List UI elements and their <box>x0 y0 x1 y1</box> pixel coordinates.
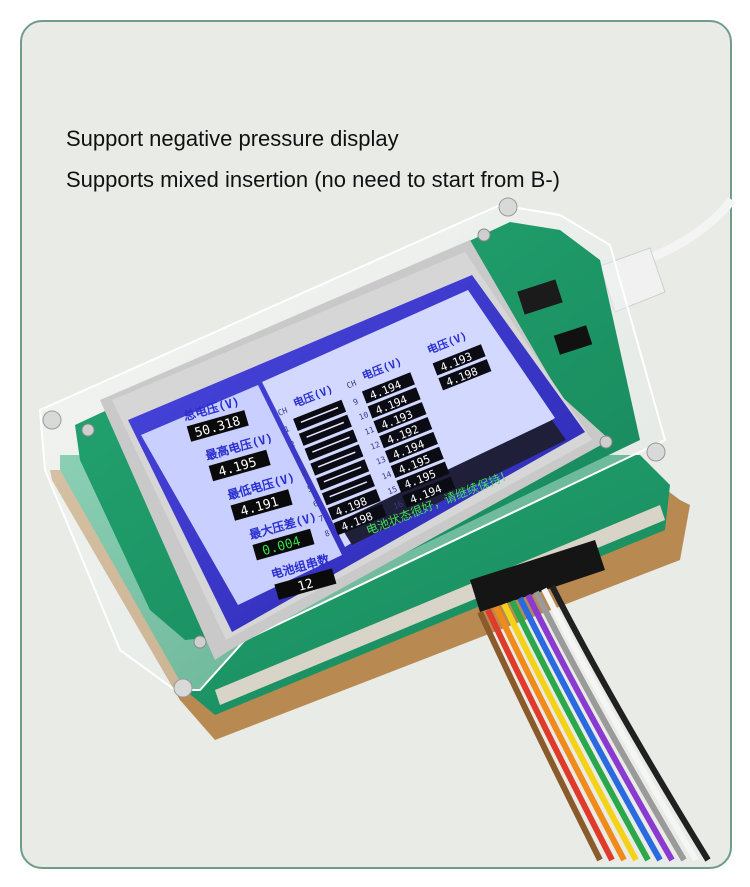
cell-channel-number: 5 <box>306 484 314 494</box>
cell-channel-number: 1 <box>283 424 291 434</box>
power-socket <box>553 325 593 355</box>
headline-line-2: Supports mixed insertion (no need to sta… <box>66 167 560 192</box>
screw-icon <box>81 423 95 437</box>
cell-value-box <box>361 372 415 404</box>
cell-value-box <box>367 387 421 419</box>
cell-value-box <box>333 503 387 536</box>
cell-value-box <box>438 359 492 391</box>
summary-value-box <box>252 528 315 561</box>
summary-value-box <box>186 410 249 442</box>
screw-icon <box>498 197 518 217</box>
col1-ch-label: CH <box>277 406 289 418</box>
cell-channel-number: 8 <box>323 528 331 538</box>
cell-value-box <box>432 344 486 376</box>
cell-empty-dash <box>329 481 368 498</box>
cell-empty-dash <box>312 436 350 453</box>
usb-socket <box>517 279 563 315</box>
mount-screws <box>42 197 666 698</box>
summary-value-cell-count: 12 <box>296 576 315 595</box>
cell-value-box <box>390 446 444 479</box>
cell-value-box <box>373 402 427 434</box>
cell-channel-number: 6 <box>312 499 320 509</box>
cell-empty-dash <box>300 406 339 423</box>
cell-empty-dash <box>317 451 356 468</box>
cell-channel-number: 12 <box>369 440 381 452</box>
screw-icon <box>42 410 62 430</box>
cell-channel-number: 3 <box>295 454 303 464</box>
cell-value-box <box>396 461 450 493</box>
headline-line-1: Support negative pressure display <box>66 126 399 151</box>
col2-ch-label: CH <box>345 378 357 390</box>
usb-cable <box>638 197 736 267</box>
screw-icon <box>477 228 491 242</box>
cell-value-box <box>402 476 456 508</box>
cell-channel-number: 4 <box>300 469 308 479</box>
screw-icon <box>646 442 666 462</box>
cell-channel-number: 16 <box>392 499 404 511</box>
summary-value-box <box>230 489 293 521</box>
cell-channel-number: 11 <box>363 425 375 437</box>
summary-value-box <box>274 568 337 600</box>
cell-value-box <box>327 488 381 521</box>
cell-channel-number: 2 <box>289 439 297 449</box>
screw-icon <box>193 635 207 649</box>
cell-channel-number: 9 <box>352 397 360 407</box>
cell-empty-dash <box>306 421 345 438</box>
screw-icon <box>173 678 193 698</box>
cell-channel-number: 13 <box>375 455 387 467</box>
cell-value-box <box>379 416 433 449</box>
cell-channel-number: 10 <box>358 410 370 422</box>
ribbon-connector <box>470 540 605 612</box>
cell-channel-number: 14 <box>381 470 393 482</box>
screw-icon <box>599 435 613 449</box>
cell-value-box <box>384 431 439 464</box>
cell-channel-number: 7 <box>318 514 326 524</box>
cell-channel-number: 15 <box>386 484 398 496</box>
cell-empty-dash <box>323 466 362 483</box>
summary-value-box <box>208 449 271 482</box>
rainbow-ribbon-cable <box>477 584 711 862</box>
